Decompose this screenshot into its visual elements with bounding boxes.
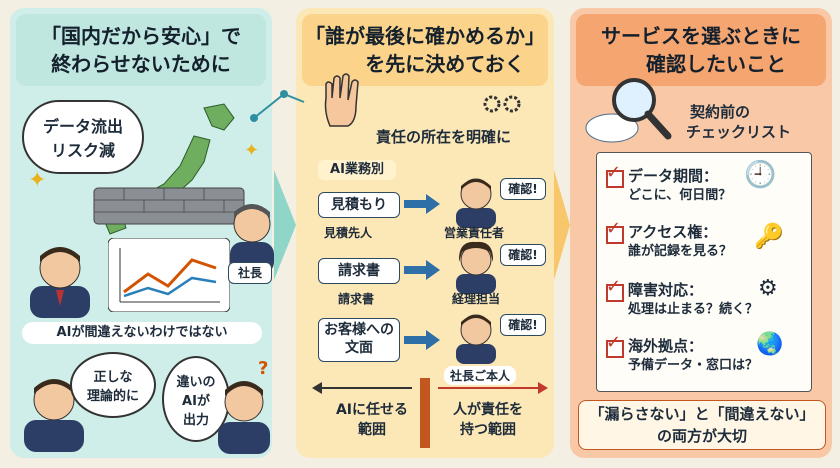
scope-divider-icon (312, 378, 548, 448)
checkbox-checked-icon (606, 170, 624, 188)
responsibility-subtitle: 責任の所在を明確に (376, 128, 512, 146)
gear-icon: ⚙ (758, 276, 778, 301)
risk-bubble: データ流出リスク減 (22, 100, 144, 174)
check-item-failure: 障害対応：処理は止まる？続く？ (628, 281, 759, 317)
magnifier-cloud-icon (585, 78, 672, 143)
thinking-businessman-icon (218, 381, 270, 454)
gears-icon (483, 95, 521, 113)
check-badge: 確認! (500, 314, 546, 336)
raised-hand-icon (324, 73, 359, 127)
checklist-title: 契約前のチェックリスト (686, 103, 792, 141)
question-icon: ? (258, 358, 269, 379)
clock-folders-icon: 🕘 (744, 160, 777, 190)
task-invoice: 請求書 (318, 258, 400, 284)
arrow-right-icon (404, 260, 440, 280)
task-customer-message: お客様への 文面 (318, 318, 400, 362)
check-badge: 確認! (500, 244, 546, 266)
task-invoice-sub: 請求書 (338, 292, 375, 306)
checkmark-icon: ✓ (606, 276, 622, 297)
conclusion-box: 「漏らさない」と「間違えない」の両方が大切 (578, 400, 826, 450)
checkmark-icon: ✓ (606, 218, 622, 239)
panel1-title: 「国内だから安心」で 終わらせないために (16, 14, 266, 86)
ceo-tag: 社長 (228, 262, 272, 284)
check-item-data-period: データ期間：どこに、何日間？ (628, 167, 732, 203)
ai-not-perfect-banner: AIが間違えないわけではない (22, 322, 262, 344)
sparkle-icon: ✦ (244, 140, 260, 161)
line-chart-icon (108, 238, 230, 312)
task-estimate-sub: 見積先人 (324, 226, 373, 240)
connector-icon (250, 90, 305, 122)
accountant-icon (456, 241, 496, 294)
checkbox-checked-icon (606, 340, 624, 358)
arrow-right-icon (404, 330, 440, 350)
panel2-title: 「誰が最後に確かめるか」 を先に決めておく (302, 14, 548, 86)
task-estimate: 見積もり (318, 192, 400, 218)
checkbox-checked-icon (606, 284, 624, 302)
panel3-title: サービスを選ぶときに 確認したいこと (576, 14, 826, 86)
globe-phone-icon: 🌏 (756, 332, 784, 357)
ai-tasks-label: AI業務別 (318, 160, 396, 180)
ai-scope-label: AIに任せる範囲 (335, 402, 409, 438)
arrow-right-icon (404, 194, 440, 214)
sales-manager-icon (456, 178, 496, 228)
role-ceo: 社長ご本人 (444, 366, 517, 385)
role-accounting: 経理担当 (452, 292, 501, 306)
ceo-icon (456, 314, 496, 364)
role-sales: 営業責任者 (444, 226, 505, 240)
checkmark-icon: ✓ (606, 162, 622, 183)
chevron-right-icon (554, 170, 570, 280)
correct-bubble: 正しな理論的に (70, 352, 156, 418)
worried-businessman-icon (30, 247, 90, 318)
chevron-right-icon (274, 170, 296, 280)
checklist-card (596, 152, 812, 392)
check-badge: 確認! (500, 178, 546, 200)
sparkle-icon: ✦ (28, 168, 47, 193)
key-monitor-icon: 🔑 (754, 222, 784, 250)
check-item-overseas: 海外拠点：予備データ・窓口は？ (628, 337, 759, 373)
checkbox-checked-icon (606, 226, 624, 244)
checkmark-icon: ✓ (606, 332, 622, 353)
human-scope-label: 人が責任を持つ範囲 (453, 402, 523, 438)
check-item-access: アクセス権：誰が記録を見る？ (628, 223, 733, 259)
explaining-businessman-icon (24, 379, 84, 452)
